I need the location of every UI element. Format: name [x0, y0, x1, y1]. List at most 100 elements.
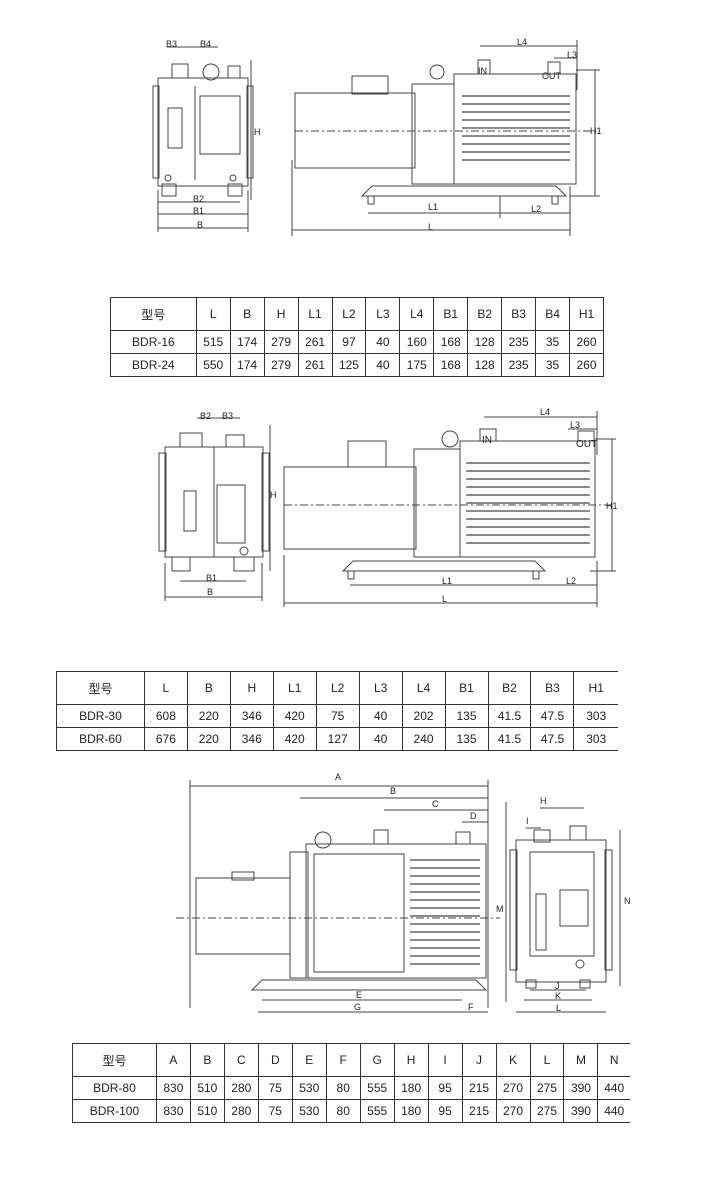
- table-cell: 174: [229, 353, 265, 377]
- table-cell: 280: [223, 1076, 259, 1100]
- label-l4: L4: [540, 407, 551, 417]
- table-cell: 260: [569, 330, 604, 354]
- header-cell: B3: [501, 297, 536, 331]
- table-cell: 270: [495, 1076, 530, 1100]
- label-b: B: [390, 786, 397, 796]
- header-cell: B2: [467, 297, 502, 331]
- table-cell: 555: [359, 1099, 395, 1123]
- header-cell: B1: [444, 671, 488, 705]
- header-cell: B: [189, 1043, 225, 1077]
- header-cell: B1: [433, 297, 468, 331]
- drawing-bdr-30-60: B2 B3 H B1 B L4 L3 IN OUT H1 L1 L2 L: [0, 395, 720, 610]
- table-cell: 420: [272, 704, 317, 728]
- label-b2: B2: [200, 411, 212, 421]
- table-cell: 261: [297, 330, 332, 354]
- label-d: D: [470, 811, 477, 821]
- table-cell: 830: [155, 1076, 191, 1100]
- table-cell: 180: [393, 1099, 429, 1123]
- table-cell: BDR-100: [72, 1099, 157, 1123]
- label-b4: B4: [200, 39, 212, 49]
- drawing-bdr-16-24: B3 B4 H B2 B1 B L4 L3 IN OUT H1 L1 L2 L: [0, 0, 720, 250]
- table-row: BDR-80 830 510 280 75 530 80 555 180 95 …: [72, 1076, 630, 1100]
- label-h: H: [540, 796, 547, 806]
- label-out: OUT: [576, 439, 598, 450]
- table-cell: 346: [229, 727, 274, 751]
- table-cell: 303: [573, 727, 618, 751]
- header-cell: B: [229, 297, 265, 331]
- table-cell: 180: [393, 1076, 429, 1100]
- table-cell: 240: [401, 727, 446, 751]
- table-cell: 510: [189, 1076, 225, 1100]
- table-cell: 40: [365, 353, 400, 377]
- header-cell: L2: [331, 297, 366, 331]
- header-cell: 型号: [110, 297, 197, 331]
- header-cell: L: [195, 297, 231, 331]
- label-b: B: [197, 220, 204, 230]
- label-h: H: [270, 490, 277, 500]
- header-cell: G: [359, 1043, 395, 1077]
- table-cell: 80: [325, 1099, 361, 1123]
- label-b1: B1: [193, 206, 205, 216]
- front-view-1: [152, 46, 254, 232]
- label-h1: H1: [606, 501, 618, 511]
- header-cell: L1: [272, 671, 317, 705]
- header-cell: D: [257, 1043, 293, 1077]
- table-row: BDR-30 608 220 346 420 75 40 202 135 41.…: [56, 704, 618, 728]
- label-h: H: [254, 127, 261, 137]
- table-cell: 220: [186, 704, 231, 728]
- table-cell: 420: [272, 727, 317, 751]
- header-cell: C: [223, 1043, 259, 1077]
- header-cell: L2: [315, 671, 360, 705]
- table-cell: BDR-60: [56, 727, 145, 751]
- table-cell: 235: [501, 330, 536, 354]
- side-view-2: [283, 411, 616, 607]
- table-cell: 80: [325, 1076, 361, 1100]
- label-l3: L3: [570, 420, 581, 430]
- table-cell: 168: [433, 330, 468, 354]
- label-l: L: [556, 1003, 562, 1013]
- header-cell: J: [461, 1043, 497, 1077]
- header-cell: I: [427, 1043, 463, 1077]
- header-cell: A: [155, 1043, 191, 1077]
- table-cell: 175: [399, 353, 434, 377]
- table-cell: 128: [467, 353, 502, 377]
- label-out: OUT: [542, 71, 561, 81]
- table-cell: 279: [263, 330, 299, 354]
- table-row: BDR-60 676 220 346 420 127 40 240 135 41…: [56, 727, 618, 751]
- table-cell: 47.5: [530, 704, 574, 728]
- table-cell: 275: [529, 1099, 564, 1123]
- table-cell: 215: [461, 1099, 497, 1123]
- header-cell: 型号: [72, 1043, 157, 1077]
- table-cell: 555: [359, 1076, 395, 1100]
- header-cell: B: [186, 671, 231, 705]
- header-cell: B2: [487, 671, 531, 705]
- table-cell: 676: [143, 727, 188, 751]
- header-cell: E: [291, 1043, 327, 1077]
- table-cell: 261: [297, 353, 332, 377]
- label-b2: B2: [193, 194, 205, 204]
- label-b3: B3: [222, 411, 234, 421]
- table-cell: BDR-30: [56, 704, 145, 728]
- label-in: IN: [482, 435, 492, 446]
- label-b1: B1: [206, 573, 218, 583]
- table-cell: BDR-16: [110, 330, 197, 354]
- table-cell: 125: [331, 353, 366, 377]
- side-view-3: [176, 780, 500, 1013]
- label-l: L: [428, 222, 434, 232]
- label-n: N: [624, 896, 631, 906]
- table-cell: 95: [427, 1076, 463, 1100]
- label-b: B: [207, 587, 214, 597]
- spec-table-1: 型号 L B H L1 L2 L3 L4 B1 B2 B3 B4 H1 BDR-…: [110, 297, 604, 377]
- table-cell: BDR-24: [110, 353, 197, 377]
- header-cell: 型号: [56, 671, 145, 705]
- table-cell: 135: [444, 727, 488, 751]
- label-l1: L1: [428, 202, 439, 212]
- table-cell: 515: [195, 330, 231, 354]
- table-cell: 303: [573, 704, 618, 728]
- label-f: F: [468, 1002, 474, 1012]
- label-g: G: [354, 1002, 362, 1012]
- table-cell: 128: [467, 330, 502, 354]
- header-cell: H: [393, 1043, 429, 1077]
- table-cell: 390: [563, 1099, 598, 1123]
- label-l3: L3: [567, 50, 578, 60]
